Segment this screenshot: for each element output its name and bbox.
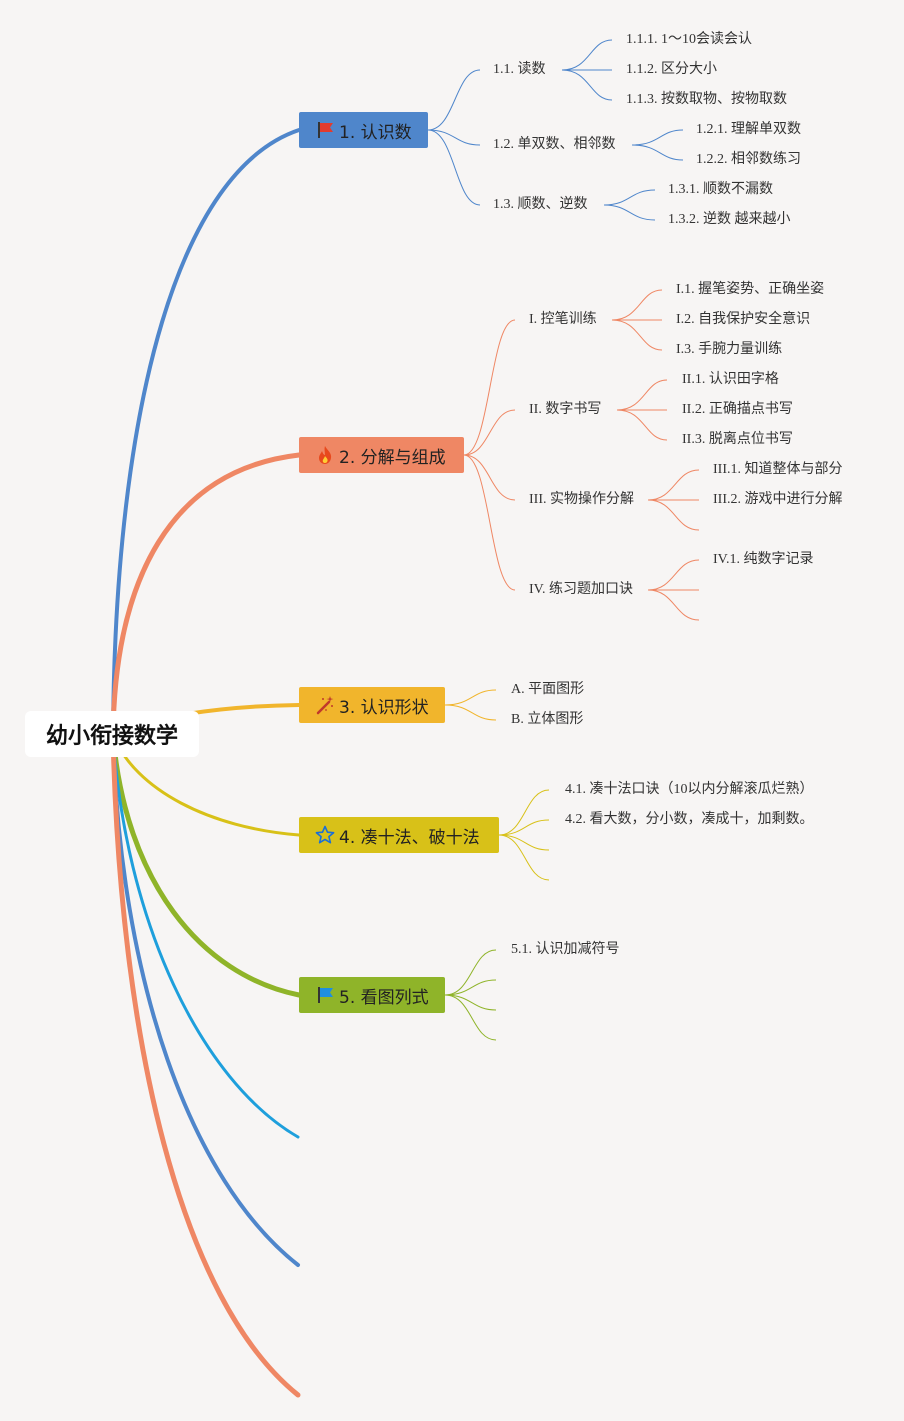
leaf-2-1-2[interactable]: I.2. 自我保护安全意识 <box>676 312 811 327</box>
subtopic-2-4[interactable]: IV. 练习题加口诀 <box>529 582 633 597</box>
branch-line-2 <box>110 452 302 738</box>
leaf-2-1-1[interactable]: I.1. 握笔姿势、正确坐姿 <box>676 282 825 297</box>
leaf-4-1[interactable]: 4.1. 凑十法口诀（10以内分解滚瓜烂熟） <box>565 782 814 797</box>
branch-line-empty-1 <box>111 733 300 1139</box>
subtopic-2-1[interactable]: I. 控笔训练 <box>529 312 597 327</box>
magic-wand-icon <box>315 695 335 715</box>
topic-1[interactable]: 1. 认识数 <box>299 112 428 148</box>
topic-5[interactable]: 5. 看图列式 <box>299 977 445 1013</box>
leaf-2-4-1[interactable]: IV.1. 纯数字记录 <box>713 552 814 567</box>
leaf-1-3-2[interactable]: 1.3.2. 逆数 越来越小 <box>668 212 791 227</box>
leaf-1-2-1[interactable]: 1.2.1. 理解单双数 <box>696 122 801 137</box>
leaf-3-1[interactable]: A. 平面图形 <box>511 682 585 697</box>
topic-2[interactable]: 2. 分解与组成 <box>299 437 464 473</box>
topic-3-label: 3. 认识形状 <box>339 697 429 718</box>
leaf-2-3-2[interactable]: III.2. 游戏中进行分解 <box>713 492 843 507</box>
topic-3[interactable]: 3. 认识形状 <box>299 687 445 723</box>
leaf-2-2-3[interactable]: II.3. 脱离点位书写 <box>682 432 793 447</box>
leaf-5-1[interactable]: 5.1. 认识加减符号 <box>511 942 620 957</box>
star-icon <box>315 825 335 845</box>
subtopic-2-2[interactable]: II. 数字书写 <box>529 402 602 417</box>
subtopic-1-2[interactable]: 1.2. 单双数、相邻数 <box>493 137 616 152</box>
leaf-1-2-2[interactable]: 1.2.2. 相邻数练习 <box>696 152 801 167</box>
leaf-4-2[interactable]: 4.2. 看大数，分小数，凑成十，加剩数。 <box>565 812 814 827</box>
leaf-2-2-1[interactable]: II.1. 认识田字格 <box>682 372 779 387</box>
leaf-1-1-2[interactable]: 1.1.2. 区分大小 <box>626 62 717 77</box>
red-flag-icon <box>315 120 335 140</box>
leaf-1-1-3[interactable]: 1.1.3. 按数取物、按物取数 <box>626 92 787 107</box>
subtopic-1-3[interactable]: 1.3. 顺数、逆数 <box>493 197 588 212</box>
topic-1-label: 1. 认识数 <box>339 122 412 143</box>
branch-line-empty-3 <box>110 732 301 1398</box>
leaf-2-1-3[interactable]: I.3. 手腕力量训练 <box>676 342 783 357</box>
topic-4-label: 4. 凑十法、破十法 <box>339 827 480 848</box>
topic-5-label: 5. 看图列式 <box>339 987 429 1008</box>
blue-flag-icon <box>315 985 335 1005</box>
leaf-3-2[interactable]: B. 立体图形 <box>511 712 584 727</box>
subtopic-2-3[interactable]: III. 实物操作分解 <box>529 492 634 507</box>
leaf-1-3-1[interactable]: 1.3.1. 顺数不漏数 <box>668 182 773 197</box>
topic-4[interactable]: 4. 凑十法、破十法 <box>299 817 499 853</box>
root-topic[interactable]: 幼小衔接数学 <box>25 711 199 757</box>
branch-line-5 <box>110 732 302 998</box>
leaf-2-2-2[interactable]: II.2. 正确描点书写 <box>682 402 793 417</box>
fire-icon <box>315 445 335 465</box>
leaf-1-1-1[interactable]: 1.1.1. 1～10会读会认 <box>626 32 752 47</box>
topic-2-label: 2. 分解与组成 <box>339 447 446 468</box>
leaf-2-3-1[interactable]: III.1. 知道整体与部分 <box>713 462 843 477</box>
subtopic-1-1[interactable]: 1.1. 读数 <box>493 62 546 77</box>
branch-line-1 <box>111 128 301 737</box>
